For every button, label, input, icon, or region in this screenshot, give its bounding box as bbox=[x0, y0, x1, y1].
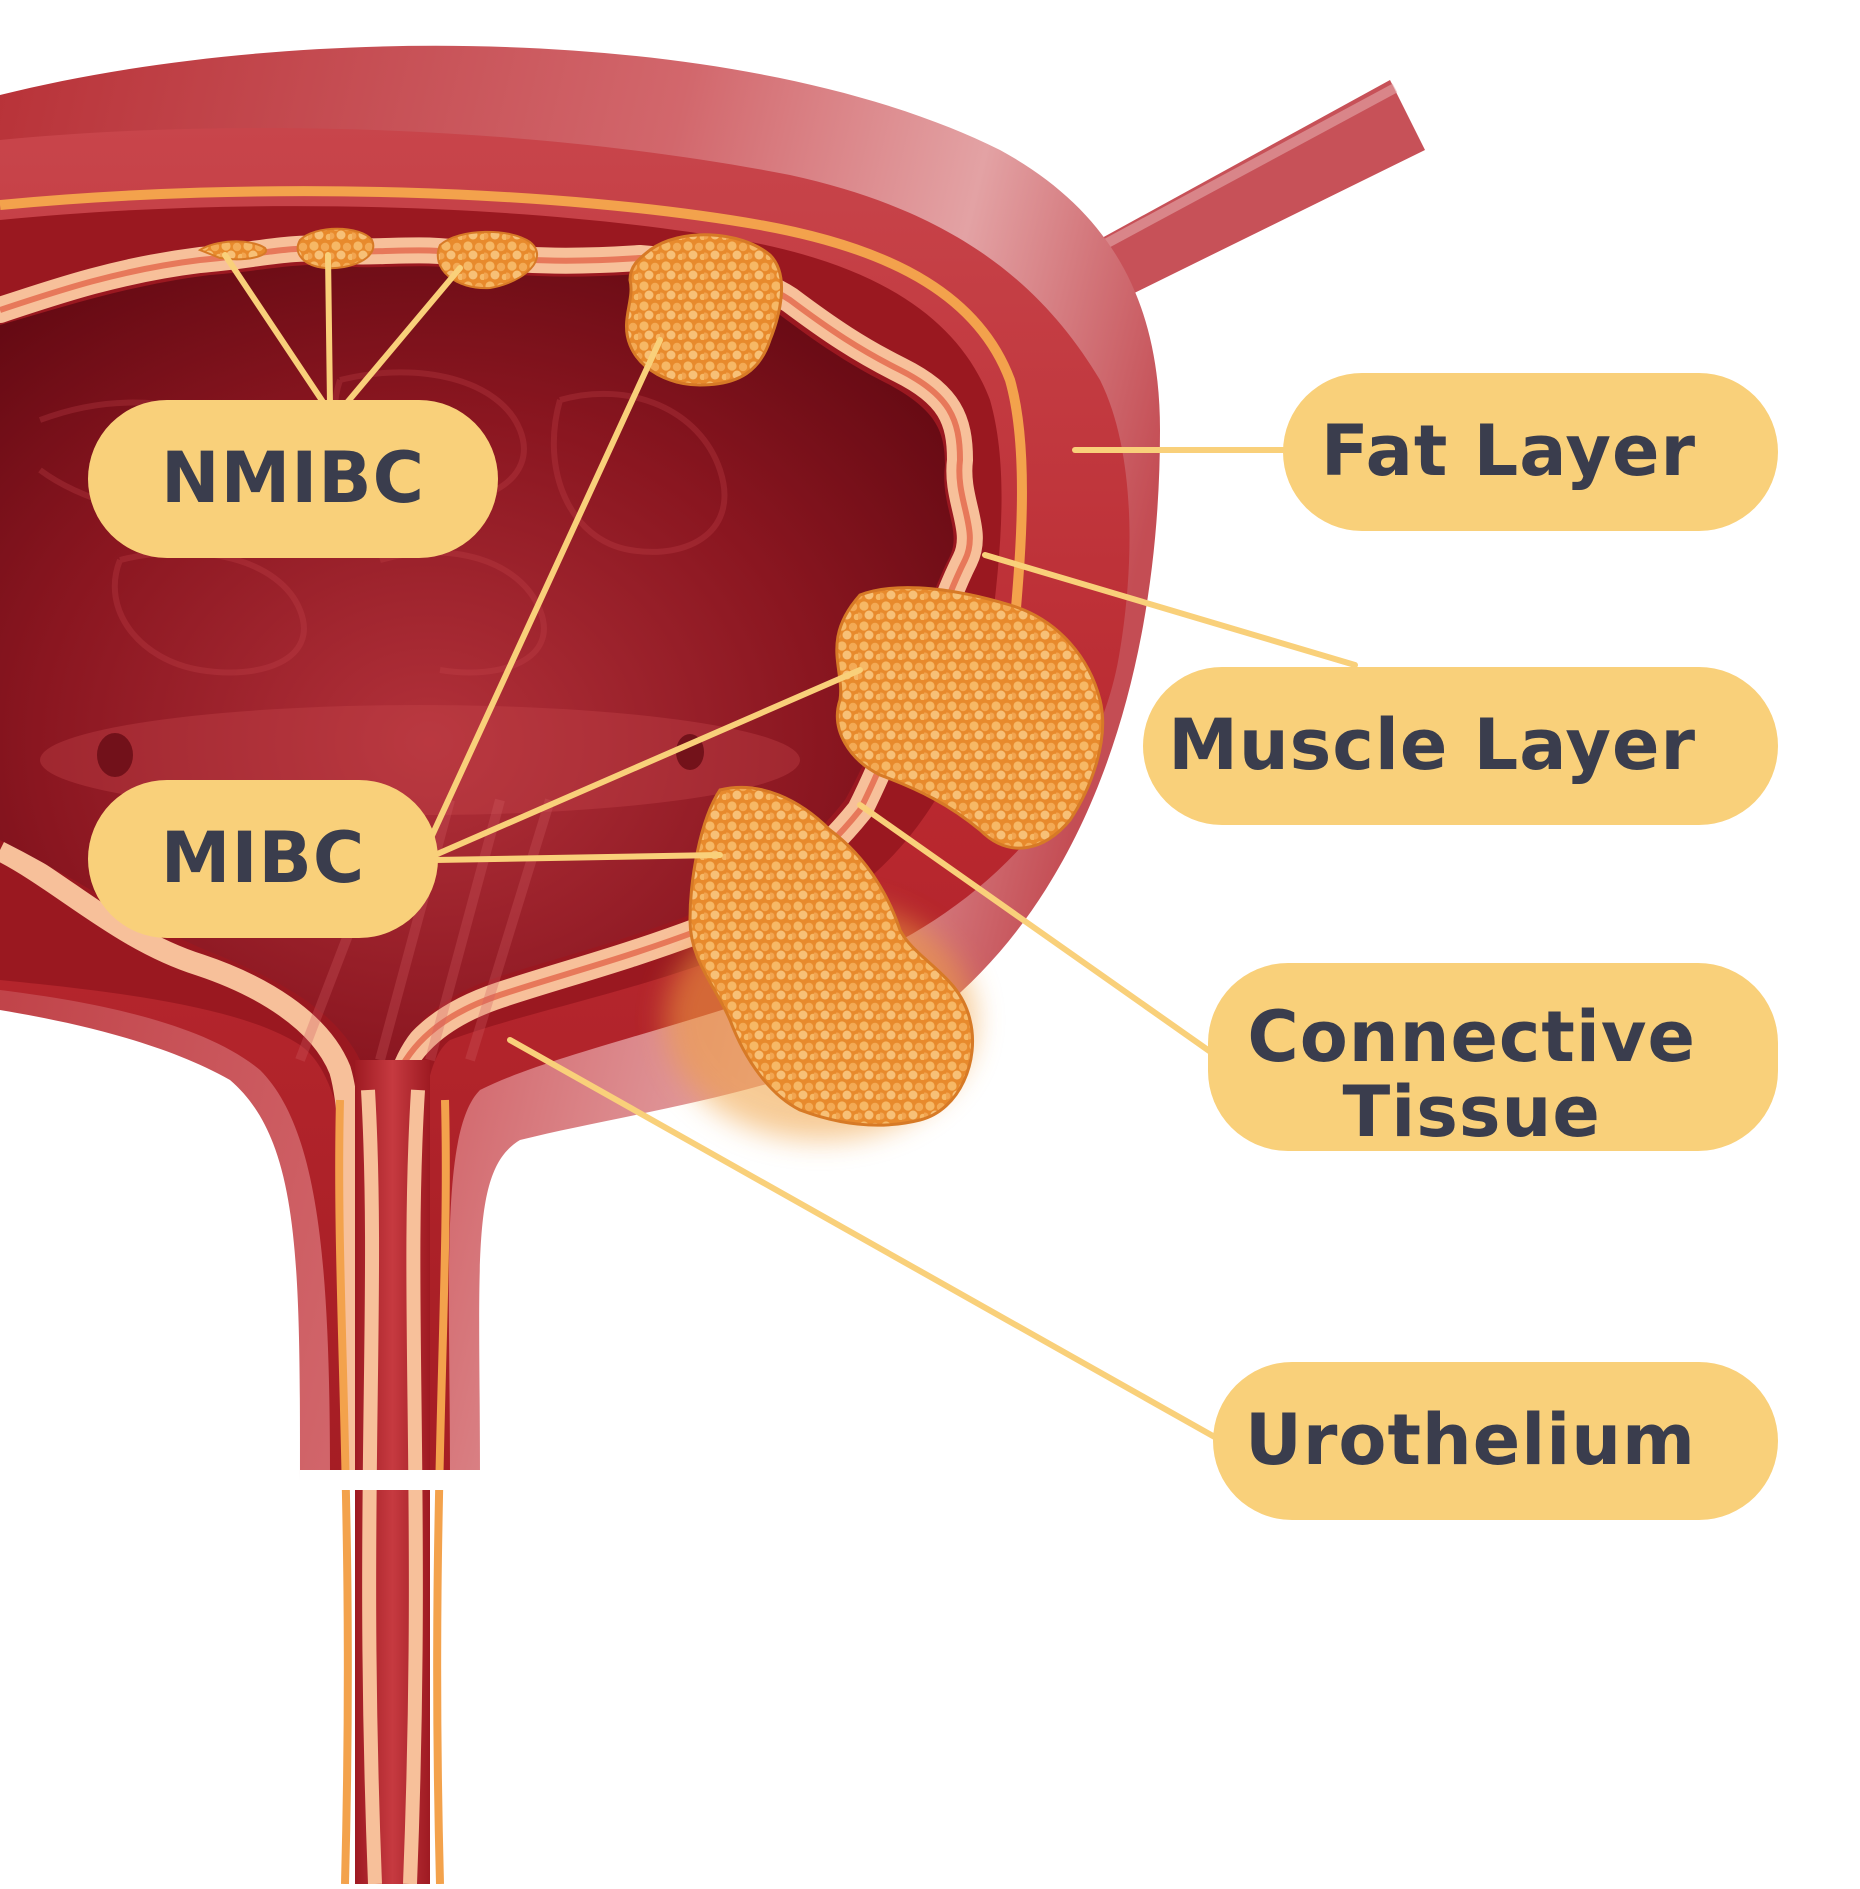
label-urothelium-text: Urothelium bbox=[1245, 1399, 1696, 1482]
nmibc-tumor-small-1 bbox=[197, 240, 268, 261]
label-nmibc: NMIBC bbox=[88, 400, 498, 558]
leader-connective-tissue bbox=[857, 802, 1218, 1058]
leader-mibc-1 bbox=[427, 337, 663, 843]
label-muscle-layer-text: Muscle Layer bbox=[1168, 704, 1696, 787]
label-fat-layer-text: Fat Layer bbox=[1320, 410, 1696, 493]
leader-nmibc-2 bbox=[325, 252, 333, 408]
leader-mibc-3 bbox=[432, 852, 723, 863]
leader-urothelium bbox=[507, 1037, 1223, 1443]
label-connective-tissue-line2: Tissue bbox=[1342, 1071, 1601, 1154]
label-nmibc-text: NMIBC bbox=[160, 437, 425, 520]
label-fat-layer: Fat Layer bbox=[1283, 373, 1778, 531]
ureter bbox=[1080, 80, 1425, 300]
mibc-tumor-bottom bbox=[688, 785, 975, 1127]
leader-mibc-2 bbox=[432, 667, 863, 858]
leader-nmibc-1 bbox=[222, 252, 328, 408]
mibc-tumor-top bbox=[625, 233, 784, 387]
label-connective-tissue: Connective Tissue bbox=[1208, 963, 1778, 1151]
label-urothelium: Urothelium bbox=[1213, 1362, 1778, 1520]
label-muscle-layer: Muscle Layer bbox=[1143, 667, 1778, 825]
label-connective-tissue-line1: Connective bbox=[1247, 995, 1696, 1078]
mibc-tumor-middle bbox=[835, 586, 1105, 850]
leader-nmibc-3 bbox=[342, 265, 463, 408]
label-mibc-text: MIBC bbox=[160, 817, 366, 900]
nmibc-tumor-small-2 bbox=[296, 227, 375, 270]
leader-lines bbox=[222, 252, 1358, 1443]
label-mibc: MIBC bbox=[88, 780, 438, 938]
leader-muscle-layer bbox=[982, 552, 1358, 668]
